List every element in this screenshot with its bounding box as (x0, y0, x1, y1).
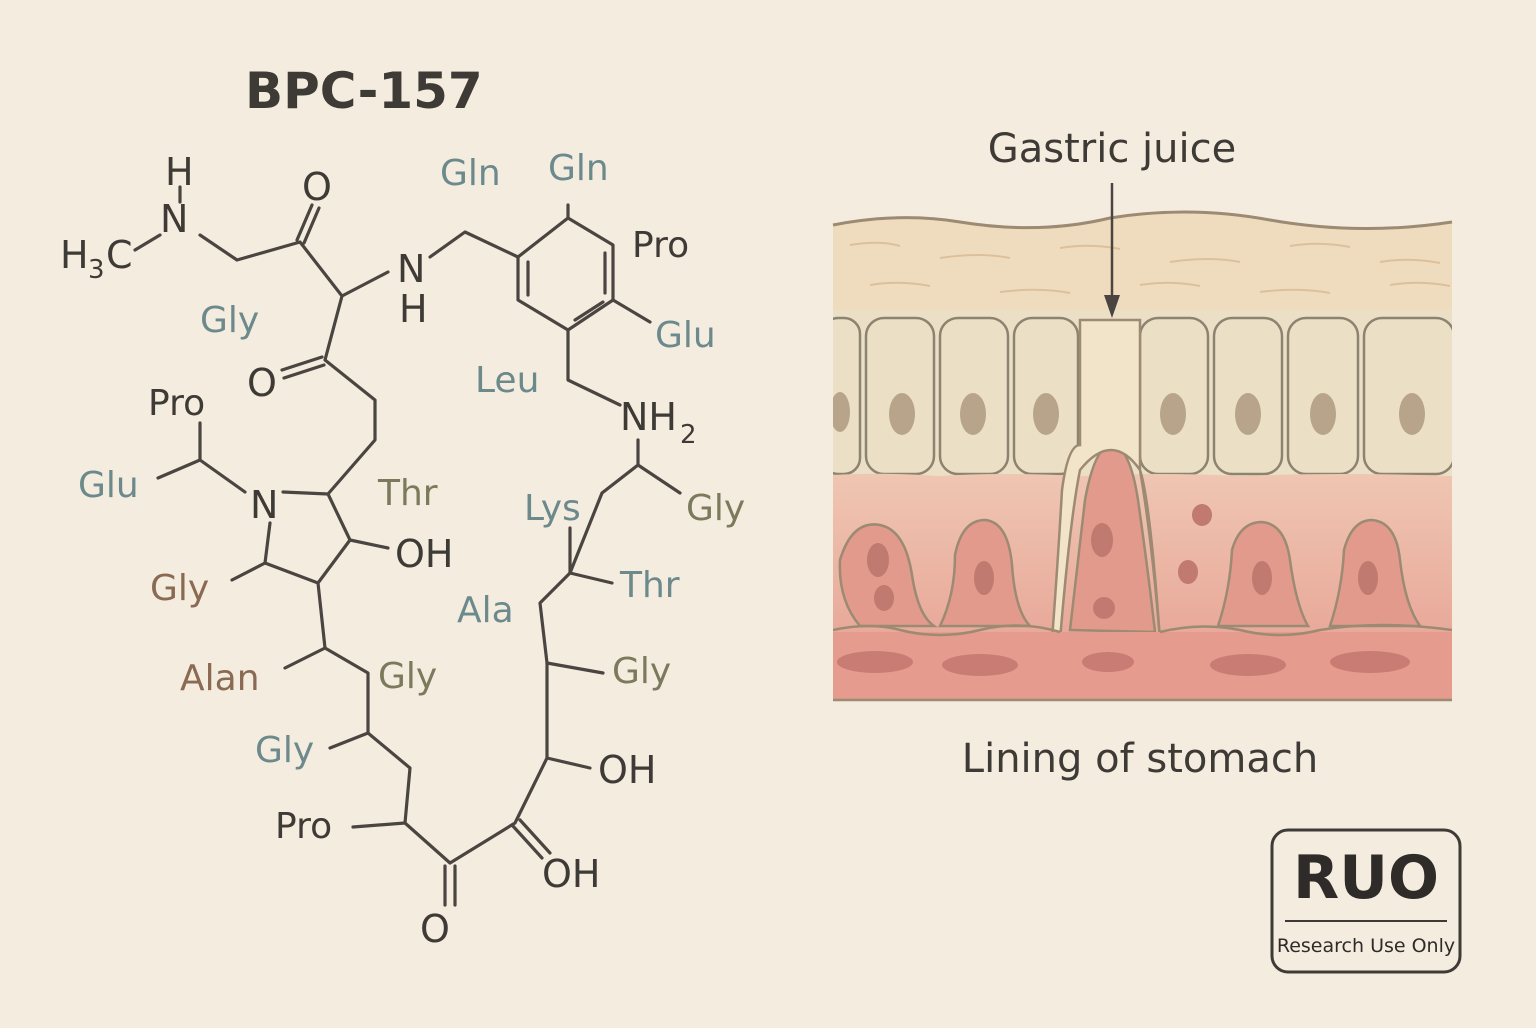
residue-gly-brown: Gly (150, 568, 209, 609)
residue-glu-ring: Glu (655, 315, 716, 356)
carbonyl-bond-2 (280, 355, 326, 380)
ruo-badge-frame (1270, 828, 1462, 974)
residue-alan: Alan (180, 658, 260, 699)
gastric-juice-label: Gastric juice (988, 126, 1236, 172)
atom-o-carbonyl-2: O (247, 361, 277, 405)
atom-oh-lower-2: OH (542, 852, 600, 896)
lining-surface-edge (832, 210, 1453, 230)
residue-ala: Ala (457, 590, 514, 631)
atom-nh2-sub: 2 (680, 420, 697, 450)
atom-h3c-sub: 3 (88, 255, 105, 285)
atom-ring-n: N (250, 483, 278, 527)
atom-nh-n: N (397, 247, 425, 291)
submucosa-cells (837, 651, 1410, 676)
residue-pro-left: Pro (148, 383, 205, 424)
lys-gly-bond (636, 463, 682, 495)
residue-leu: Leu (475, 360, 539, 401)
ruo-badge: RUO Research Use Only (1270, 828, 1462, 974)
molecule-title: BPC-157 (245, 62, 483, 120)
basement-line (833, 623, 1452, 637)
ruo-badge-subtitle: Research Use Only (1277, 935, 1455, 957)
atom-h-top: H (165, 150, 194, 194)
residue-lys: Lys (524, 488, 581, 529)
alan-bond (283, 646, 327, 670)
pro-glu-branch (156, 421, 247, 494)
bottom-carbonyl-bond (443, 864, 457, 907)
villi (838, 443, 1423, 634)
atom-nh-h: H (399, 287, 428, 331)
atom-nh2: NH (620, 395, 677, 439)
ruo-badge-title: RUO (1293, 843, 1439, 913)
methyl-bond (133, 233, 162, 252)
cell-nuclei (833, 392, 1425, 435)
residue-glu-left: Glu (78, 465, 139, 506)
gly-lower-bond (328, 731, 370, 750)
villus-nuclei (867, 504, 1378, 619)
atom-h3c-c: C (106, 233, 133, 277)
mucus-strands (849, 241, 1451, 294)
backbone-bonds (198, 230, 640, 865)
gastric-arrow (1104, 183, 1120, 318)
atom-o-bottom: O (420, 907, 450, 951)
benzene-ring (516, 216, 615, 332)
ring-gly-bond (230, 561, 267, 582)
residue-gly-left: Gly (200, 300, 259, 341)
thr-right-bond (568, 571, 614, 585)
residue-thr-right: Thr (619, 565, 680, 606)
carboxyl-bond (510, 818, 552, 860)
bond-lines (133, 185, 682, 907)
ring-substituents (566, 203, 652, 407)
residue-thr-mid: Thr (377, 473, 438, 514)
residue-gly-lower: Gly (255, 730, 314, 771)
residue-gly-right: Gly (686, 488, 745, 529)
atom-h3c-h: H (60, 233, 89, 277)
atom-oh-ring: OH (395, 532, 453, 576)
lower-oh-bond (545, 756, 592, 770)
bpc157-structure: BPC-157 H N H 3 C (60, 62, 745, 951)
gly-right2-bond (545, 661, 605, 675)
residue-gln-1: Gln (440, 153, 501, 194)
atom-o-carbonyl-1: O (302, 165, 332, 209)
residue-pro-lower: Pro (275, 806, 332, 847)
residue-gly-mid: Gly (378, 656, 437, 697)
carbonyl-bond-1 (295, 203, 321, 245)
atom-n-top: N (160, 197, 188, 241)
lining-of-stomach-label: Lining of stomach (962, 736, 1318, 782)
ring-oh-bond (348, 538, 390, 550)
atom-oh-lower-1: OH (598, 748, 656, 792)
residue-gln-2: Gln (548, 148, 609, 189)
stomach-lining-cross-section (833, 211, 1452, 700)
residue-gly-right-2: Gly (612, 651, 671, 692)
residue-pro-ring: Pro (632, 225, 689, 266)
pro-lower-bond (351, 821, 407, 829)
